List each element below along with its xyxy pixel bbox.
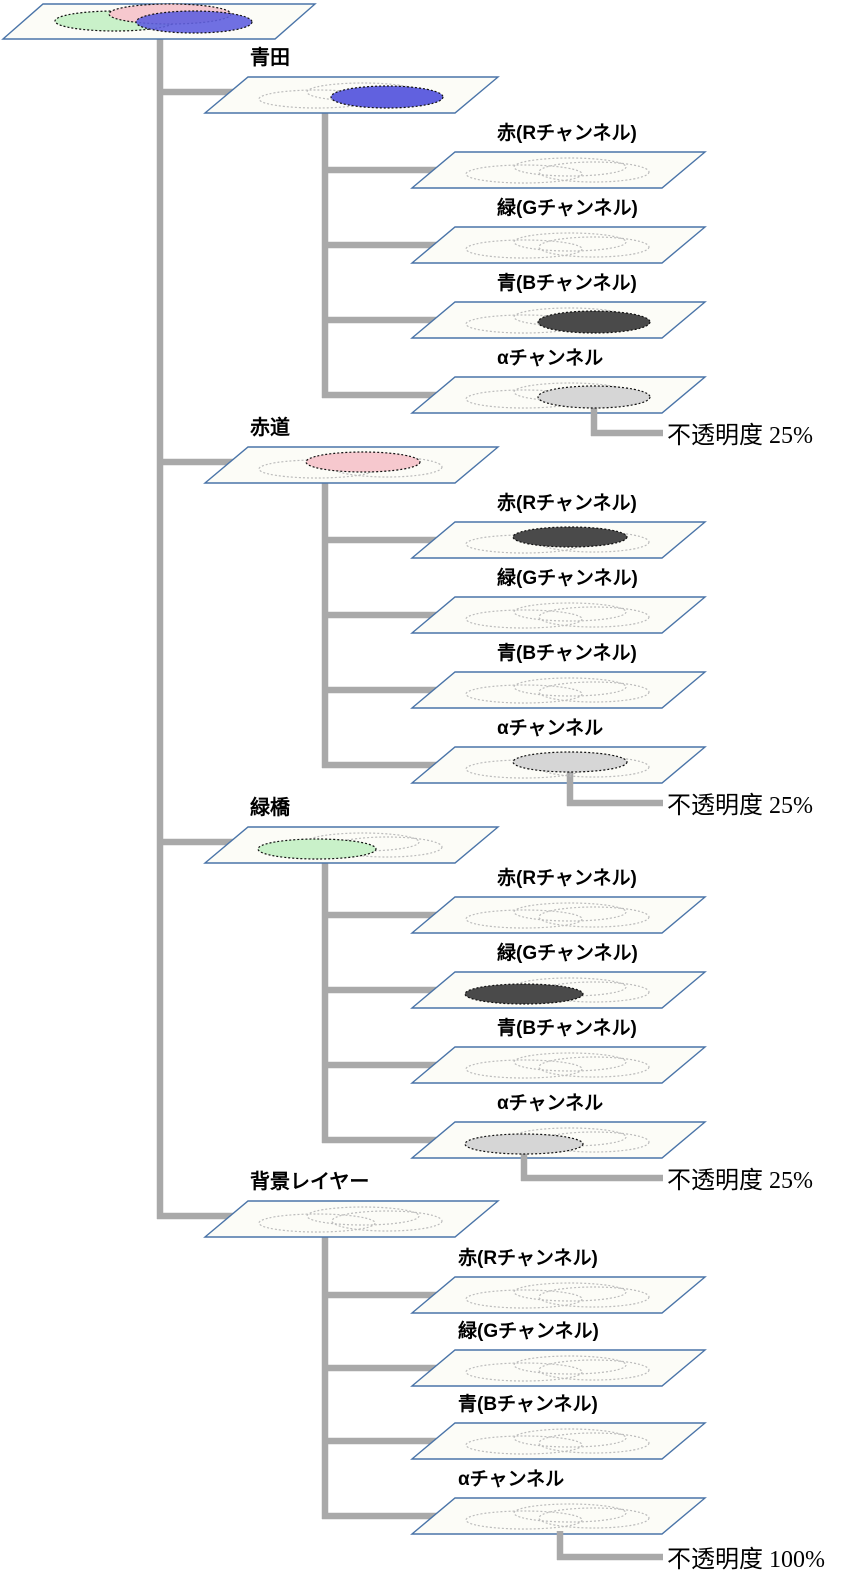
ellipse-outline-left bbox=[465, 239, 583, 259]
ellipse-outline-top bbox=[513, 1052, 627, 1072]
layer-group-1: 青田赤(Rチャンネル) 緑(Gチャンネル) 青(Bチャンネル) αチャンネル不透明度 … bbox=[203, 46, 813, 449]
tree-connectors bbox=[156, 37, 242, 1220]
layer-group-3: 緑橋赤(Rチャンネル)緑(Gチャンネル)青(Bチャンネル)αチャンネル不透明度 … bbox=[203, 795, 813, 1194]
ellipse-outline-right bbox=[331, 836, 443, 858]
composite-ellipse-blue bbox=[135, 10, 253, 34]
ellipse-outline-right bbox=[538, 606, 650, 628]
ellipse-outline-top bbox=[513, 677, 627, 697]
channel-ellipse-dark bbox=[464, 983, 584, 1005]
layer-name-label: 赤道 bbox=[250, 415, 290, 439]
opacity-label: 不透明度 25% bbox=[667, 422, 813, 449]
channel-plane bbox=[410, 1276, 707, 1314]
ellipse-outline-top bbox=[513, 232, 627, 252]
ellipse-outline-right bbox=[331, 456, 443, 478]
channel-label: 青(Bチャンネル) bbox=[497, 1017, 637, 1039]
channel-ellipse-dark bbox=[537, 310, 651, 334]
opacity-label: 不透明度 25% bbox=[667, 792, 813, 819]
channel-plane bbox=[410, 896, 707, 934]
channel-plane bbox=[410, 1349, 707, 1387]
channel-ellipse-light bbox=[537, 385, 651, 409]
ellipse-outline-right bbox=[538, 161, 650, 183]
ellipse-outline-left bbox=[465, 1362, 583, 1382]
layer-name-label: 青田 bbox=[250, 46, 290, 69]
ellipse-outline-left bbox=[465, 164, 583, 184]
ellipse-outline-left bbox=[465, 1435, 583, 1455]
ellipse-outline-right bbox=[538, 1432, 650, 1454]
layer-ellipse-green bbox=[257, 838, 377, 860]
channel-label: αチャンネル bbox=[497, 347, 603, 369]
ellipse-outline-right bbox=[538, 1131, 650, 1153]
channel-label: 赤(Rチャンネル) bbox=[497, 867, 637, 889]
layer-name-label: 緑橋 bbox=[250, 795, 291, 819]
ellipse-outline-right bbox=[538, 681, 650, 703]
channel-label: αチャンネル bbox=[458, 1468, 564, 1490]
channel-label: 緑(Gチャンネル) bbox=[458, 1319, 599, 1342]
channel-label: 赤(Rチャンネル) bbox=[458, 1247, 598, 1269]
ellipse-outline-right bbox=[538, 756, 650, 778]
ellipse-outline-right bbox=[538, 531, 650, 553]
channel-plane bbox=[410, 671, 707, 709]
ellipse-outline-right bbox=[538, 906, 650, 928]
ellipse-outline-top bbox=[513, 902, 627, 922]
ellipse-outline-left bbox=[465, 909, 583, 929]
channel-plane bbox=[410, 1497, 707, 1535]
ellipse-outline-right bbox=[538, 1056, 650, 1078]
channel-label: 緑(Gチャンネル) bbox=[497, 941, 638, 964]
ellipse-outline-right bbox=[538, 1286, 650, 1308]
opacity-label: 不透明度 25% bbox=[667, 1167, 813, 1194]
layer-ellipse-blue bbox=[330, 85, 444, 109]
ellipse-outline-right bbox=[538, 1507, 650, 1529]
channel-label: 青(Bチャンネル) bbox=[497, 272, 637, 294]
channel-label: 赤(Rチャンネル) bbox=[497, 122, 637, 144]
channel-ellipse-light bbox=[464, 1133, 584, 1155]
channel-plane bbox=[410, 151, 707, 189]
ellipse-outline-top bbox=[306, 1206, 420, 1226]
ellipse-outline-top bbox=[513, 157, 627, 177]
ellipse-outline-right bbox=[538, 981, 650, 1003]
channel-label: 緑(Gチャンネル) bbox=[497, 196, 638, 219]
layer-plane bbox=[203, 1200, 500, 1238]
channel-label: 青(Bチャンネル) bbox=[497, 642, 637, 664]
layer-group-2: 赤道赤(Rチャンネル)緑(Gチャンネル)青(Bチャンネル)αチャンネル不透明度 … bbox=[203, 415, 813, 819]
composite-image bbox=[1, 3, 317, 40]
channel-ellipse-light bbox=[512, 751, 628, 773]
opacity-label: 不透明度 100% bbox=[667, 1546, 825, 1573]
ellipse-outline-top bbox=[513, 1428, 627, 1448]
channel-label: 緑(Gチャンネル) bbox=[497, 566, 638, 589]
ellipse-outline-left bbox=[465, 1059, 583, 1079]
ellipse-outline-right bbox=[538, 236, 650, 258]
ellipse-outline-right bbox=[331, 1210, 443, 1232]
ellipse-outline-right bbox=[538, 1359, 650, 1381]
ellipse-outline-top bbox=[513, 1355, 627, 1375]
ellipse-outline-left bbox=[465, 609, 583, 629]
ellipse-outline-left bbox=[258, 1213, 376, 1233]
channel-plane bbox=[410, 1422, 707, 1460]
ellipse-outline-top bbox=[513, 1282, 627, 1302]
channel-label: 赤(Rチャンネル) bbox=[497, 492, 637, 514]
layer-group-4: 背景レイヤー赤(Rチャンネル)緑(Gチャンネル)青(Bチャンネル)αチャンネル不… bbox=[203, 1169, 825, 1573]
channel-plane bbox=[410, 226, 707, 264]
channel-label: αチャンネル bbox=[497, 1092, 603, 1114]
ellipse-outline-left bbox=[465, 1510, 583, 1530]
channel-label: αチャンネル bbox=[497, 717, 603, 739]
channel-plane bbox=[410, 596, 707, 634]
layer-name-label: 背景レイヤー bbox=[250, 1169, 369, 1193]
ellipse-outline-top bbox=[513, 1503, 627, 1523]
layer-ellipse-pink bbox=[305, 451, 421, 473]
ellipse-outline-left bbox=[465, 684, 583, 704]
channel-label: 青(Bチャンネル) bbox=[458, 1393, 598, 1415]
ellipse-outline-left bbox=[465, 1289, 583, 1309]
ellipse-outline-top bbox=[513, 602, 627, 622]
channel-ellipse-dark bbox=[512, 526, 628, 548]
channel-plane bbox=[410, 1046, 707, 1084]
